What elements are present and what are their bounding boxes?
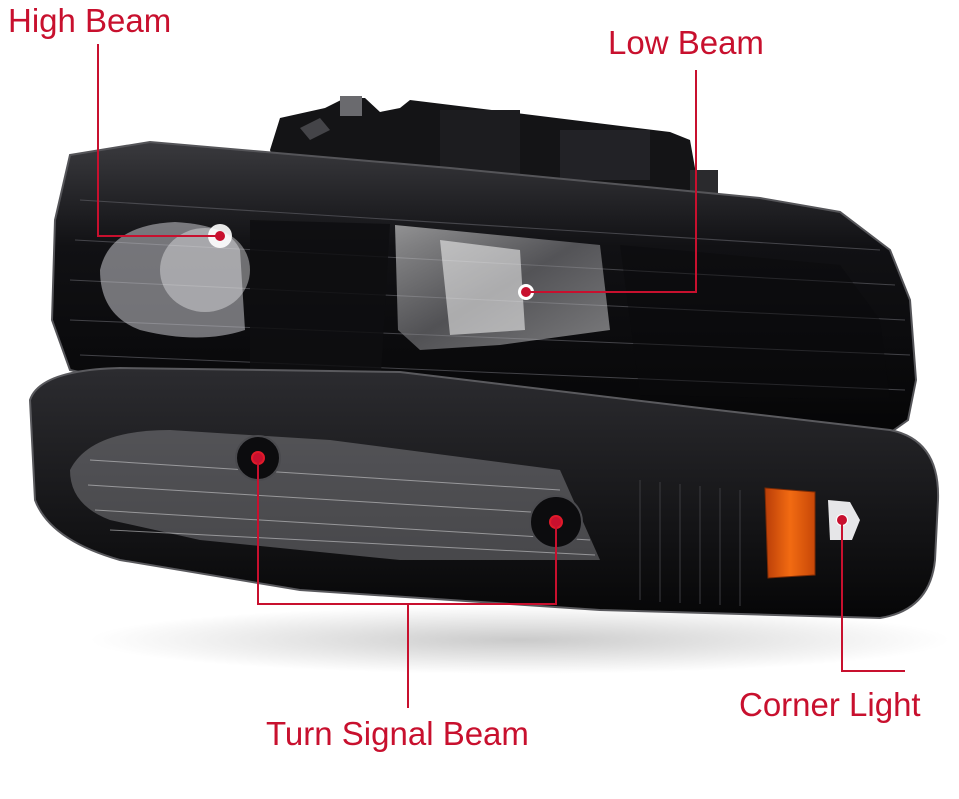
high-beam-leader [97,44,220,237]
callout-lines [97,44,905,708]
callout-dots [215,231,847,527]
floor-shadow [90,606,950,674]
corner-light-leader [841,520,905,672]
amber-corner-lens [764,487,816,579]
low-beam-label: Low Beam [608,24,764,61]
high-beam-label: High Beam [8,2,172,39]
turn-signal-beam-label: Turn Signal Beam [266,715,529,752]
low-beam-leader [526,70,697,293]
headlamp-housing [50,140,918,442]
corner-light-label: Corner Light [739,686,921,723]
